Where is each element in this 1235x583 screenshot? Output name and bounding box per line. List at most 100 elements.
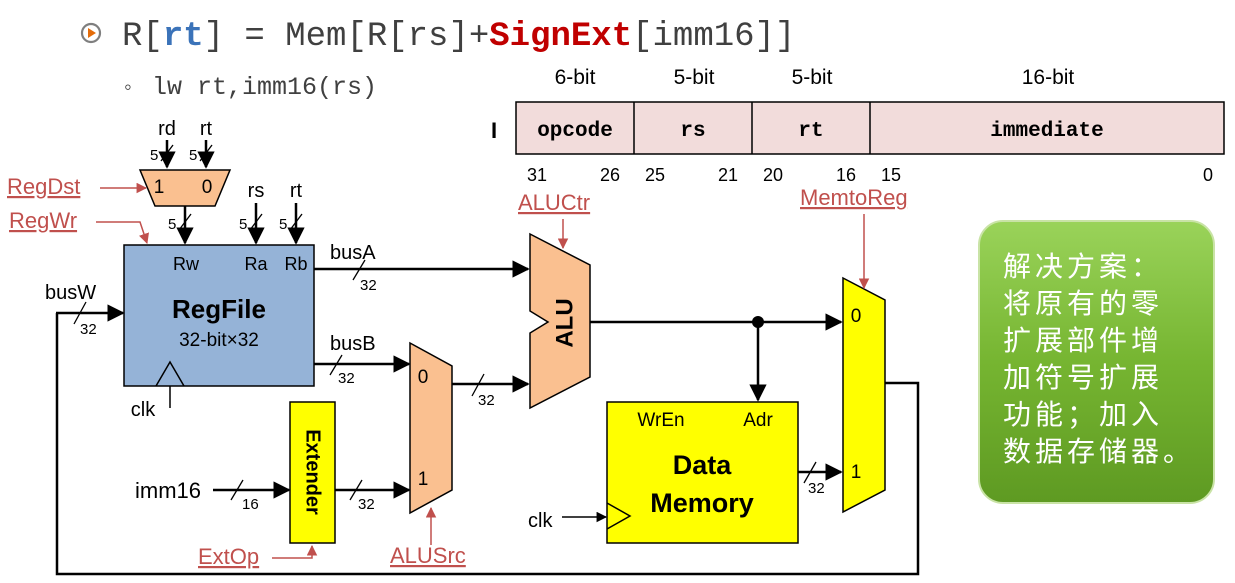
bitwidth-rs: 5-bit [674, 66, 715, 89]
callout-line-2: 将原有的零 [1003, 287, 1163, 320]
format-type-letter: I [491, 118, 497, 143]
extender-box [289, 401, 336, 544]
bitpos-21: 21 [718, 165, 738, 185]
regfile-clock-triangle [155, 360, 185, 387]
svg-text:1: 1 [154, 177, 165, 198]
alusrc-mux-shape [409, 341, 453, 515]
memtoreg-mux: 0 1 [842, 276, 886, 514]
svg-text:5: 5 [239, 216, 247, 233]
bitpos-16: 16 [836, 165, 856, 185]
callout-line-3: 扩展部件增 [1003, 324, 1163, 357]
memory-output-wire: 32 [798, 461, 843, 497]
memory-clk: clk [528, 510, 553, 532]
solution-callout: 解决方案： 将原有的零 扩展部件增 加符号扩展 功能；加入 数据存储器。 [978, 220, 1215, 504]
alu-shape [529, 232, 591, 410]
svg-text:16: 16 [242, 496, 259, 513]
extender: Extender imm16 16 32 [135, 401, 411, 544]
memory-title-line1: Data [673, 450, 733, 480]
svg-text:ExtOp: ExtOp [198, 544, 259, 569]
svg-text:32: 32 [478, 392, 495, 409]
svg-text:5: 5 [189, 147, 197, 164]
callout-line-1: 解决方案： [1003, 250, 1163, 283]
sub-bullet: ◦ [124, 74, 132, 99]
field-rt: rt [798, 120, 823, 143]
field-rs: rs [680, 120, 705, 143]
bitpos-26: 26 [600, 165, 620, 185]
alusrc-signal: ALUSrc [390, 506, 466, 568]
busw-input: busW 32 [45, 282, 125, 338]
busb-wire: busB 32 [314, 333, 411, 387]
bitwidth-immediate: 16-bit [1022, 66, 1075, 89]
field-opcode: opcode [537, 120, 613, 143]
bitpos-25: 25 [645, 165, 665, 185]
memory-adr: Adr [743, 410, 773, 431]
port-ra: Ra [244, 254, 268, 274]
regdst-input-rt: rt [200, 118, 213, 140]
svg-text:ALUCtr: ALUCtr [518, 190, 590, 215]
field-immediate: immediate [990, 120, 1103, 143]
data-memory: WrEn Adr Data Memory clk [528, 401, 799, 544]
svg-text:rt: rt [290, 180, 303, 202]
alu-output-wire [590, 313, 843, 402]
memtoreg-mux-shape [842, 276, 886, 514]
extender-label: Extender [302, 429, 324, 515]
regfile-title: RegFile [172, 294, 266, 324]
bitpos-31: 31 [527, 165, 547, 185]
regfile-subtitle: 32-bit×32 [179, 330, 259, 351]
writeback-loop-wire [55, 313, 920, 576]
aluctr-signal: ALUCtr [518, 190, 590, 250]
memory-clock-triangle [606, 502, 632, 530]
port-rw: Rw [173, 254, 200, 274]
svg-text:rs: rs [248, 180, 265, 202]
memory-wren: WrEn [637, 410, 684, 431]
regdst-input-rd: rd [158, 118, 176, 140]
bitwidth-rt: 5-bit [792, 66, 833, 89]
svg-text:RegDst: RegDst [7, 174, 80, 199]
regwr-signal: RegWr [9, 208, 149, 244]
callout-box [978, 220, 1215, 504]
regfile-clk: clk [131, 399, 156, 421]
bitwidth-opcode: 6-bit [555, 66, 596, 89]
svg-text:5: 5 [279, 216, 287, 233]
extop-signal: ExtOp [198, 544, 318, 569]
bitpos-15: 15 [881, 165, 901, 185]
svg-text:5: 5 [150, 147, 158, 164]
svg-text:5: 5 [168, 216, 176, 233]
bitpos-0: 0 [1203, 165, 1213, 185]
bitpos-20: 20 [763, 165, 783, 185]
regfile-read-inputs: rs rt 5 5 [239, 180, 305, 245]
regdst-mux-shape [138, 169, 232, 207]
svg-text:busB: busB [330, 333, 376, 355]
alu-label: ALU [551, 298, 578, 347]
memtoreg-signal: MemtoReg [800, 185, 908, 290]
svg-text:RegWr: RegWr [9, 208, 77, 233]
instruction-format: 6-bit 5-bit 5-bit 16-bit I opcode rs rt … [491, 66, 1225, 185]
memory-title-line2: Memory [650, 488, 754, 518]
svg-text:32: 32 [808, 480, 825, 497]
alusrc-mux: 0 1 32 [409, 341, 530, 515]
callout-line-6: 数据存储器。 [1003, 435, 1195, 468]
instruction-text: lw rt,imm16(rs) [152, 73, 377, 102]
regdst-signal: RegDst [7, 174, 148, 199]
svg-text:1: 1 [418, 469, 429, 490]
svg-text:MemtoReg: MemtoReg [800, 185, 908, 210]
svg-text:32: 32 [338, 370, 355, 387]
svg-text:32: 32 [360, 277, 377, 294]
regdst-mux: rd rt 5 5 1 0 5 [138, 118, 232, 245]
callout-line-4: 加符号扩展 [1003, 361, 1163, 394]
port-rb: Rb [284, 254, 307, 274]
bullet-icon [80, 22, 102, 44]
imm16-label: imm16 [135, 478, 201, 503]
svg-text:1: 1 [851, 462, 862, 483]
alu: ALU [529, 232, 591, 410]
svg-text:0: 0 [418, 367, 429, 388]
callout-line-5: 功能；加入 [1003, 398, 1163, 431]
regfile-box [123, 244, 315, 387]
svg-text:0: 0 [202, 177, 213, 198]
svg-text:busA: busA [330, 242, 376, 264]
svg-text:busW: busW [45, 282, 96, 304]
svg-text:32: 32 [80, 321, 97, 338]
svg-text:ALUSrc: ALUSrc [390, 543, 466, 568]
svg-text:32: 32 [358, 496, 375, 513]
